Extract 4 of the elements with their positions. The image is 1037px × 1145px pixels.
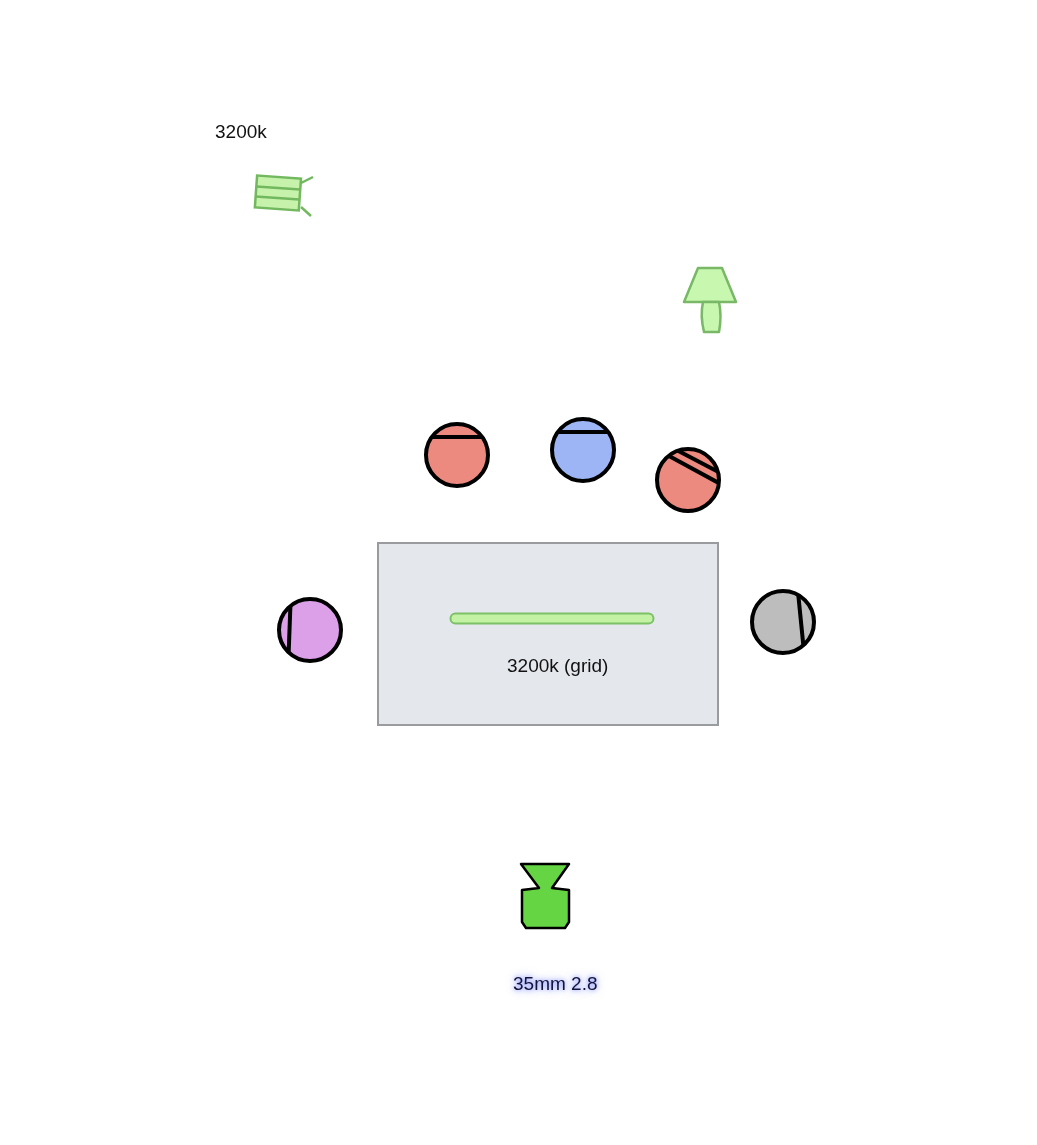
light-label: 3200k (grid) [507,655,609,677]
table [377,542,719,726]
light-label: 3200k [215,121,267,143]
camera-label: 35mm 2.8 [513,973,598,995]
